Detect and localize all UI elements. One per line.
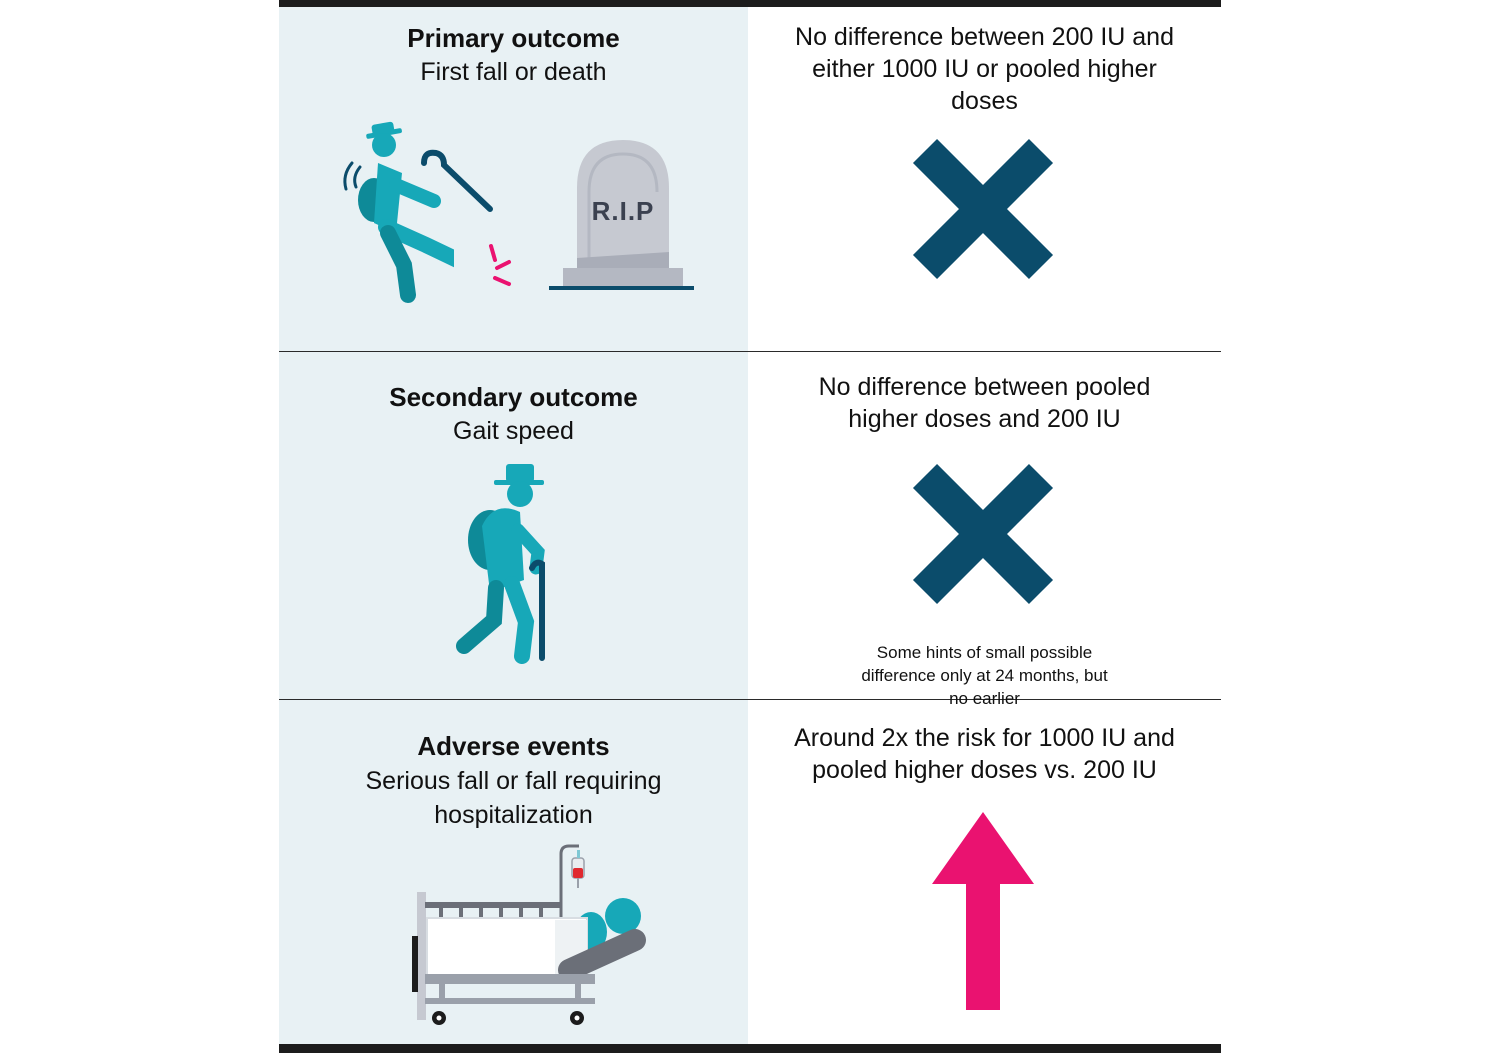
secondary-outcome-subtitle: Gait speed xyxy=(453,417,574,445)
primary-outcome-result: No difference between 200 IU and either … xyxy=(795,23,1174,115)
falling-person-icon xyxy=(343,121,454,303)
primary-outcome-title: Primary outcome xyxy=(407,23,620,53)
x-mark-icon xyxy=(912,138,1054,280)
top-rule xyxy=(279,0,1221,7)
secondary-outcome-result: No difference between pooled higher dose… xyxy=(818,373,1151,433)
elderly-walking-cane-icon xyxy=(456,464,545,664)
hospital-bed-icon xyxy=(412,844,646,1025)
adverse-events-result: Around 2x the risk for 1000 IU and poole… xyxy=(794,724,1175,784)
primary-outcome-subtitle: First fall or death xyxy=(420,58,607,86)
secondary-outcome-title: Secondary outcome xyxy=(389,382,638,412)
gravestone-icon: R.I.P xyxy=(549,140,694,295)
up-arrow-icon xyxy=(932,812,1034,1010)
x-mark-icon xyxy=(912,463,1054,605)
impact-marks-icon xyxy=(489,244,511,286)
adverse-events-title: Adverse events xyxy=(417,731,610,761)
gravestone-text: R.I.P xyxy=(591,196,655,226)
bottom-rule xyxy=(279,1044,1221,1053)
row-divider xyxy=(279,699,1221,700)
adverse-events-subtitle: Serious fall or fall requiring hospitali… xyxy=(365,767,662,829)
secondary-outcome-note: Some hints of small possible difference … xyxy=(861,643,1108,708)
row-divider xyxy=(279,351,1221,352)
cane-icon xyxy=(421,149,493,212)
outcomes-table: Primary outcome First fall or death No d… xyxy=(279,0,1221,1053)
